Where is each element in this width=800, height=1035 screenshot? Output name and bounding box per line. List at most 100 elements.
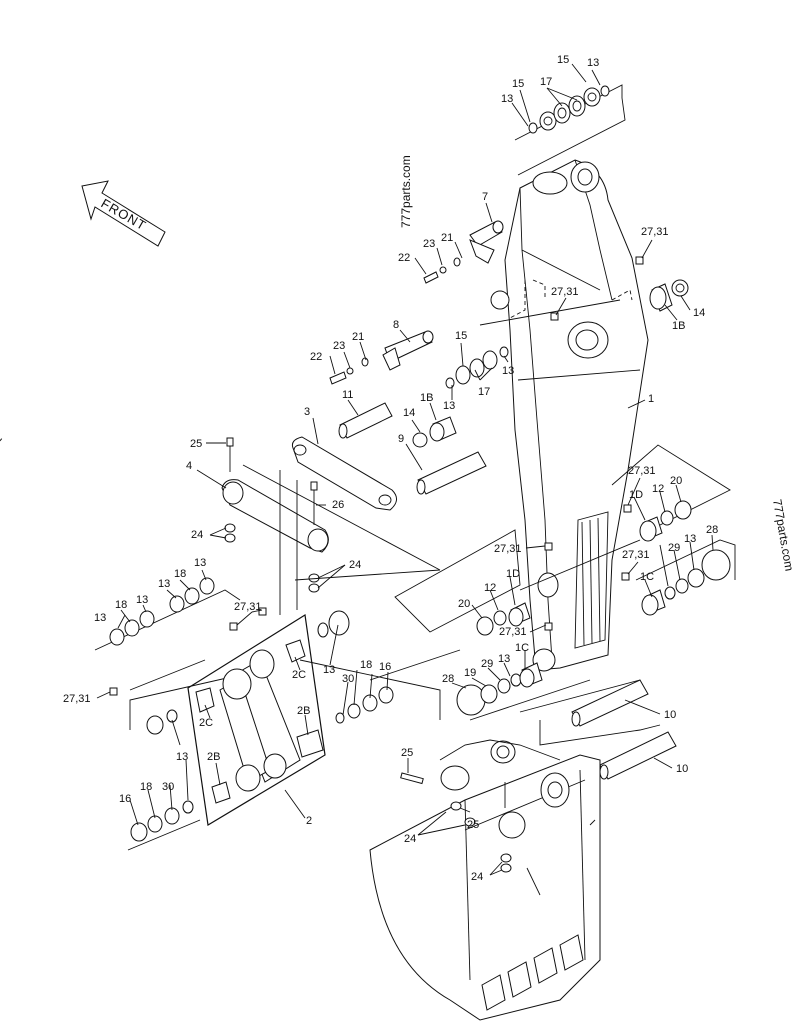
callout-label: 27,31 [499,626,527,638]
callout-label: 27,31 [628,465,656,477]
bucket [369,739,601,1021]
washers-link-2-right [317,610,394,724]
callout-label: 11 [342,389,353,401]
link-3 [291,436,397,511]
callout-label: 22 [310,351,322,363]
callout-label: 13 [498,653,510,665]
callout-label: 29 [668,542,680,554]
callout-label: 13 [158,578,170,590]
pins-10 [571,679,677,780]
callout-label: 13 [94,612,106,624]
callout-label: 25 [190,438,202,450]
callout-label: 28 [706,524,718,536]
callout-label: 21 [352,331,364,343]
callout-label: 18 [140,781,152,793]
callout-label: 22 [398,252,410,264]
callout-label: 23 [423,238,435,250]
watermark-right: 777parts.com [770,498,796,572]
callout-label: 21 [441,232,453,244]
washers-left-upper [109,577,215,646]
callout-label: 3 [304,406,310,418]
mid-washers [445,346,509,389]
washers-boom-end-left [456,602,543,716]
leader-lines [96,63,714,896]
callout-label: 4 [186,460,192,472]
callout-label: 15 [455,330,467,342]
pin-9 [416,451,487,495]
front-arrow: FRONT [81,180,166,247]
callout-label: 1D [629,489,643,501]
callout-label: 13 [684,533,696,545]
callout-label: 13 [176,751,188,763]
callout-label: 17 [540,76,552,88]
callout-label: 28 [442,673,454,685]
link-2-assembly [187,614,326,826]
callout-label: 16 [379,661,391,673]
callout-label: 24 [191,529,203,541]
callout-label: 13 [587,57,599,69]
watermark-top: 777parts.com [399,155,413,228]
top-washers [514,84,626,176]
callout-label: 16 [119,793,131,805]
callout-label: 9 [398,433,404,445]
callout-label: 2C [199,717,213,729]
callout-label: 2B [207,751,220,763]
pin-7 [423,220,504,284]
callout-label: 2 [306,815,312,827]
callout-label: 1D [506,568,520,580]
callout-label: 27,31 [494,543,522,555]
callout-label: 8 [393,319,399,331]
link-4 [221,479,329,553]
callout-label: 27,31 [641,226,669,238]
pin-11 [338,402,393,439]
callout-label: 15 [512,78,524,90]
callout-label: 2B [297,705,310,717]
callout-label: 12 [652,483,664,495]
callout-label: 10 [664,709,676,721]
callout-label: 1B [420,392,433,404]
callout-label: 26 [332,499,344,511]
callout-label: 25 [467,819,479,831]
callout-label: 10 [676,763,688,775]
callout-label: 1C [515,642,529,654]
callout-label: 13 [323,664,335,676]
callout-label: 27,31 [234,601,262,613]
callout-label: 13 [443,400,455,412]
part-labels: 15 13 15 17 13 7 21 23 22 27,31 27,31 14… [63,54,718,883]
bushing-1b-left [412,416,457,448]
callout-label: 13 [194,557,206,569]
callout-label: 18 [360,659,372,671]
pin-8 [329,330,434,385]
callout-label: 27,31 [622,549,650,561]
callout-label: 20 [458,598,470,610]
callout-label: 15 [557,54,569,66]
callout-label: 20 [670,475,682,487]
callout-label: 14 [693,307,705,319]
watermark-left: 777parts [0,414,6,449]
callout-label: 12 [484,582,496,594]
callout-label: 17 [478,386,490,398]
callout-label: 29 [481,658,493,670]
callout-label: 19 [464,667,476,679]
callout-label: 7 [482,191,488,203]
callout-label: 14 [403,407,415,419]
callout-label: 1 [648,393,654,405]
grease-fittings [109,256,644,696]
callout-label: 27,31 [551,286,579,298]
callout-label: 1C [640,571,654,583]
washers-link-2-left [130,709,194,842]
washers-boom-end-right [639,500,731,616]
callout-label: 24 [471,871,483,883]
callout-label: 30 [342,673,354,685]
callout-label: 24 [404,833,416,845]
callout-label: 2C [292,669,306,681]
callout-label: 27,31 [63,693,91,705]
callout-label: 23 [333,340,345,352]
callout-label: 25 [401,747,413,759]
bushing-1b-right [649,279,689,312]
callout-label: 13 [501,93,513,105]
callout-label: 24 [349,559,361,571]
callout-label: 1B [672,320,685,332]
callout-label: 18 [115,599,127,611]
